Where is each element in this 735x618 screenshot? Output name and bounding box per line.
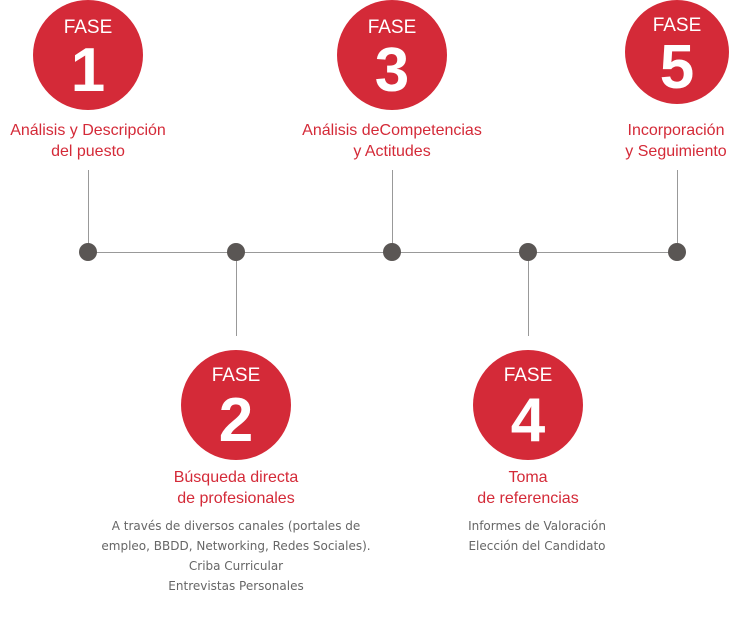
connector-line [677, 170, 678, 252]
phase-2-badge: FASE 2 [181, 350, 291, 460]
phase-number: 5 [659, 33, 695, 102]
phase-2-title: Búsqueda directa de profesionales [106, 467, 366, 509]
detail-line: Entrevistas Personales [168, 579, 304, 593]
timeline-dot [79, 243, 97, 261]
phase-4-details: Informes de Valoración Elección del Cand… [387, 516, 687, 556]
title-line: y Actitudes [353, 143, 431, 160]
phase-1-badge: FASE 1 [33, 0, 143, 110]
phase-label: FASE [652, 15, 702, 36]
connector-line [528, 252, 529, 336]
phase-2-details: A través de diversos canales (portales d… [86, 516, 386, 596]
detail-line: Elección del Candidato [468, 539, 606, 553]
phase-4-badge: FASE 4 [473, 350, 583, 460]
phase-label: FASE [503, 365, 553, 386]
timeline-line [88, 252, 677, 253]
detail-line: empleo, BBDD, Networking, Redes Sociales… [101, 539, 371, 553]
title-line: del puesto [51, 143, 125, 160]
title-line: y Seguimiento [625, 143, 727, 160]
timeline-dot [519, 243, 537, 261]
phase-number: 3 [374, 36, 410, 105]
phase-5-badge: FASE 5 [625, 0, 729, 104]
timeline-dot [383, 243, 401, 261]
title-line: Análisis y Descripción [10, 122, 166, 139]
timeline-dot [227, 243, 245, 261]
timeline-dot [668, 243, 686, 261]
phase-3-badge: FASE 3 [337, 0, 447, 110]
detail-line: Criba Curricular [188, 559, 284, 573]
detail-line: A través de diversos canales (portales d… [111, 519, 361, 533]
phase-3-title: Análisis deCompetencias y Actitudes [262, 120, 522, 162]
phase-4-title: Toma de referencias [398, 467, 658, 509]
phase-number: 4 [510, 386, 546, 455]
phase-5-title: Incorporación y Seguimiento [546, 120, 735, 162]
title-line: de profesionales [177, 490, 295, 507]
title-line: Búsqueda directa [173, 469, 299, 486]
connector-line [88, 170, 89, 252]
phase-1-title: Análisis y Descripción del puesto [0, 120, 218, 162]
connector-line [392, 170, 393, 252]
phase-label: FASE [63, 17, 113, 38]
phase-label: FASE [211, 365, 261, 386]
detail-line: Informes de Valoración [468, 519, 606, 533]
title-line: Incorporación [627, 122, 725, 139]
phase-label: FASE [367, 17, 417, 38]
phase-number: 1 [70, 36, 106, 105]
title-line: Análisis deCompetencias [302, 122, 482, 139]
connector-line [236, 252, 237, 336]
title-line: de referencias [477, 490, 579, 507]
phase-number: 2 [218, 386, 254, 455]
title-line: Toma [508, 469, 548, 486]
